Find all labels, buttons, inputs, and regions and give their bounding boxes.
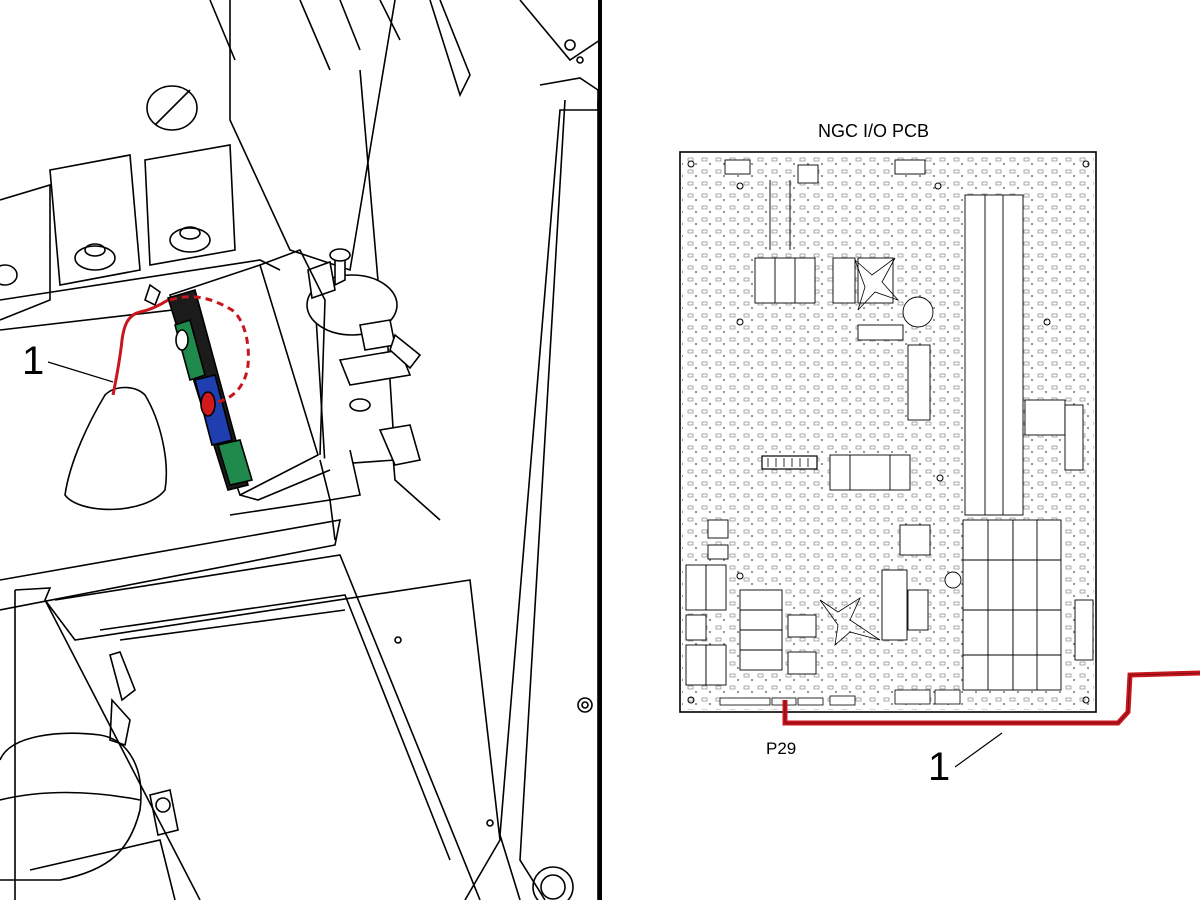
- callout-number-right: 1: [928, 745, 951, 789]
- filter-canister: [306, 248, 422, 501]
- relay-column: [964, 194, 1084, 516]
- power-relays: [962, 519, 1094, 691]
- pcb-board: [679, 151, 1097, 713]
- red-button: [200, 391, 216, 417]
- ribbon-connector: [761, 455, 818, 470]
- callout-leader-left: [47, 361, 114, 383]
- pcb-title: NGC I/O PCB: [818, 121, 930, 141]
- cabinet-illustration: [0, 0, 601, 900]
- control-box: [144, 248, 331, 501]
- center-components: [829, 454, 962, 641]
- callout-leader-right: [954, 732, 1003, 768]
- panel-green-low: [216, 439, 254, 486]
- terminal-blocks: [685, 519, 817, 686]
- callout-number-left: 1: [22, 339, 45, 383]
- upper-relays: [724, 159, 934, 421]
- cable-left: [111, 295, 250, 404]
- connector-label-p29: P29: [766, 739, 797, 758]
